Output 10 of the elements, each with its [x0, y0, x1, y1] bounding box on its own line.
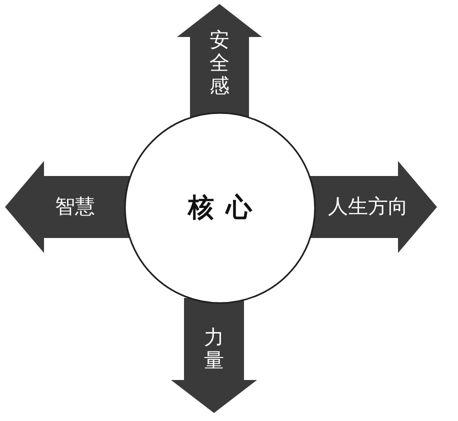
block-arrow [171, 298, 257, 413]
block-arrow [5, 161, 130, 253]
block-arrow [310, 161, 437, 253]
core-circle [124, 112, 316, 304]
core-label: 核心 [188, 195, 264, 221]
arrow-label: 智慧 [55, 197, 95, 217]
block-arrow [177, 4, 262, 117]
arrow-label: 人生方向 [328, 197, 408, 217]
arrow-label: 安全感 [210, 30, 230, 98]
arrow-label: 力量 [204, 327, 224, 373]
